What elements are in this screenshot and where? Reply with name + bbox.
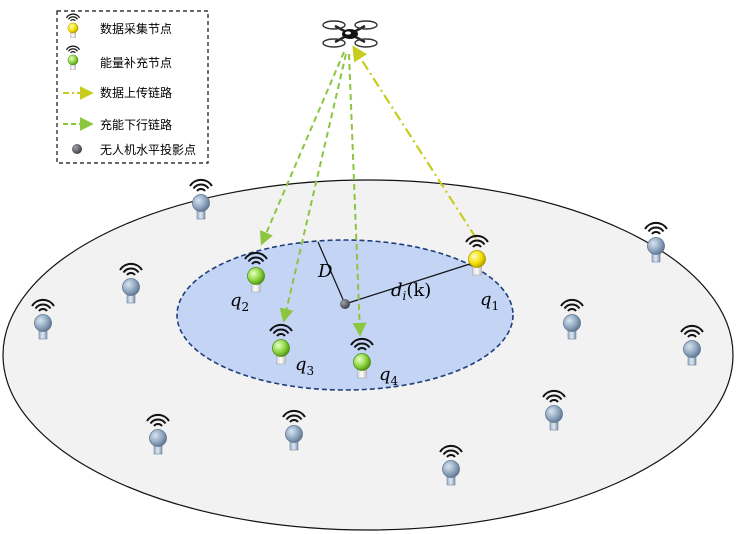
downlink-q3: [279, 53, 347, 323]
q1-subscript: 1: [492, 299, 500, 313]
q4-label: q4: [379, 364, 399, 388]
charging-region: [176, 239, 514, 391]
distance-subscript: i: [403, 289, 407, 303]
radius-label: D: [317, 261, 333, 282]
uplink-q1: [352, 45, 477, 239]
downlink-q2: [259, 51, 345, 246]
uav-projection-point: [340, 299, 350, 309]
legend-uplink-label: 数据上传链路: [100, 85, 172, 100]
distance-argument: (k): [406, 280, 431, 301]
q3-subscript: 3: [307, 364, 315, 378]
q4-subscript: 4: [391, 374, 399, 388]
legend-projection-label: 无人机水平投影点: [100, 142, 196, 157]
distance-label: di(k): [391, 280, 431, 303]
q4-symbol: q: [379, 364, 391, 385]
legend-data-node-label: 数据采集节点: [100, 21, 172, 36]
legend-energy-node-label: 能量补充节点: [100, 55, 172, 70]
legend: 数据采集节点 能量补充节点 数据上传链路 充能下行链路 无人机水平投影点: [56, 10, 209, 164]
q3-label: q3: [295, 354, 314, 378]
quadcopter-icon: [322, 20, 378, 48]
radius-line: [317, 241, 346, 305]
distance-line: [344, 261, 477, 305]
distance-symbol: d: [391, 280, 403, 301]
q1-symbol: q: [480, 289, 492, 310]
q2-subscript: 2: [242, 300, 250, 314]
legend-projection-icon: [72, 144, 82, 154]
q3-symbol: q: [295, 354, 307, 375]
q2-symbol: q: [230, 290, 242, 311]
legend-downlink-label: 充能下行链路: [100, 117, 172, 132]
q2-label: q2: [230, 290, 249, 314]
downlink-q4: [348, 53, 367, 337]
q1-label: q1: [480, 289, 499, 313]
